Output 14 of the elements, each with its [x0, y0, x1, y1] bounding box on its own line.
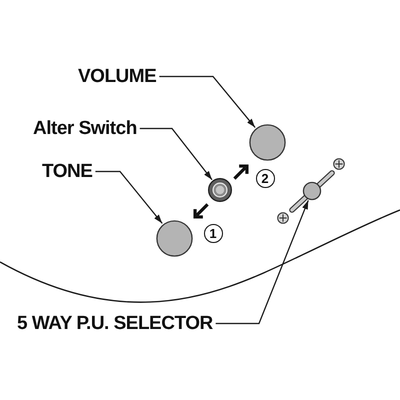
knob [249, 124, 286, 161]
knob [156, 220, 193, 257]
leader-line [95, 170, 163, 224]
part-label: Alter Switch [33, 119, 137, 138]
part-label: 5 WAY P.U. SELECTOR [17, 314, 213, 333]
leader-line [216, 200, 309, 324]
leader-line [140, 128, 212, 180]
position-number: 1 [204, 224, 222, 242]
part-label: TONE [42, 162, 92, 181]
leader-line [159, 76, 256, 128]
lever-knob [303, 182, 321, 200]
mini-switch [208, 178, 232, 202]
part-label: VOLUME [78, 67, 156, 86]
position-number: 2 [256, 168, 274, 188]
